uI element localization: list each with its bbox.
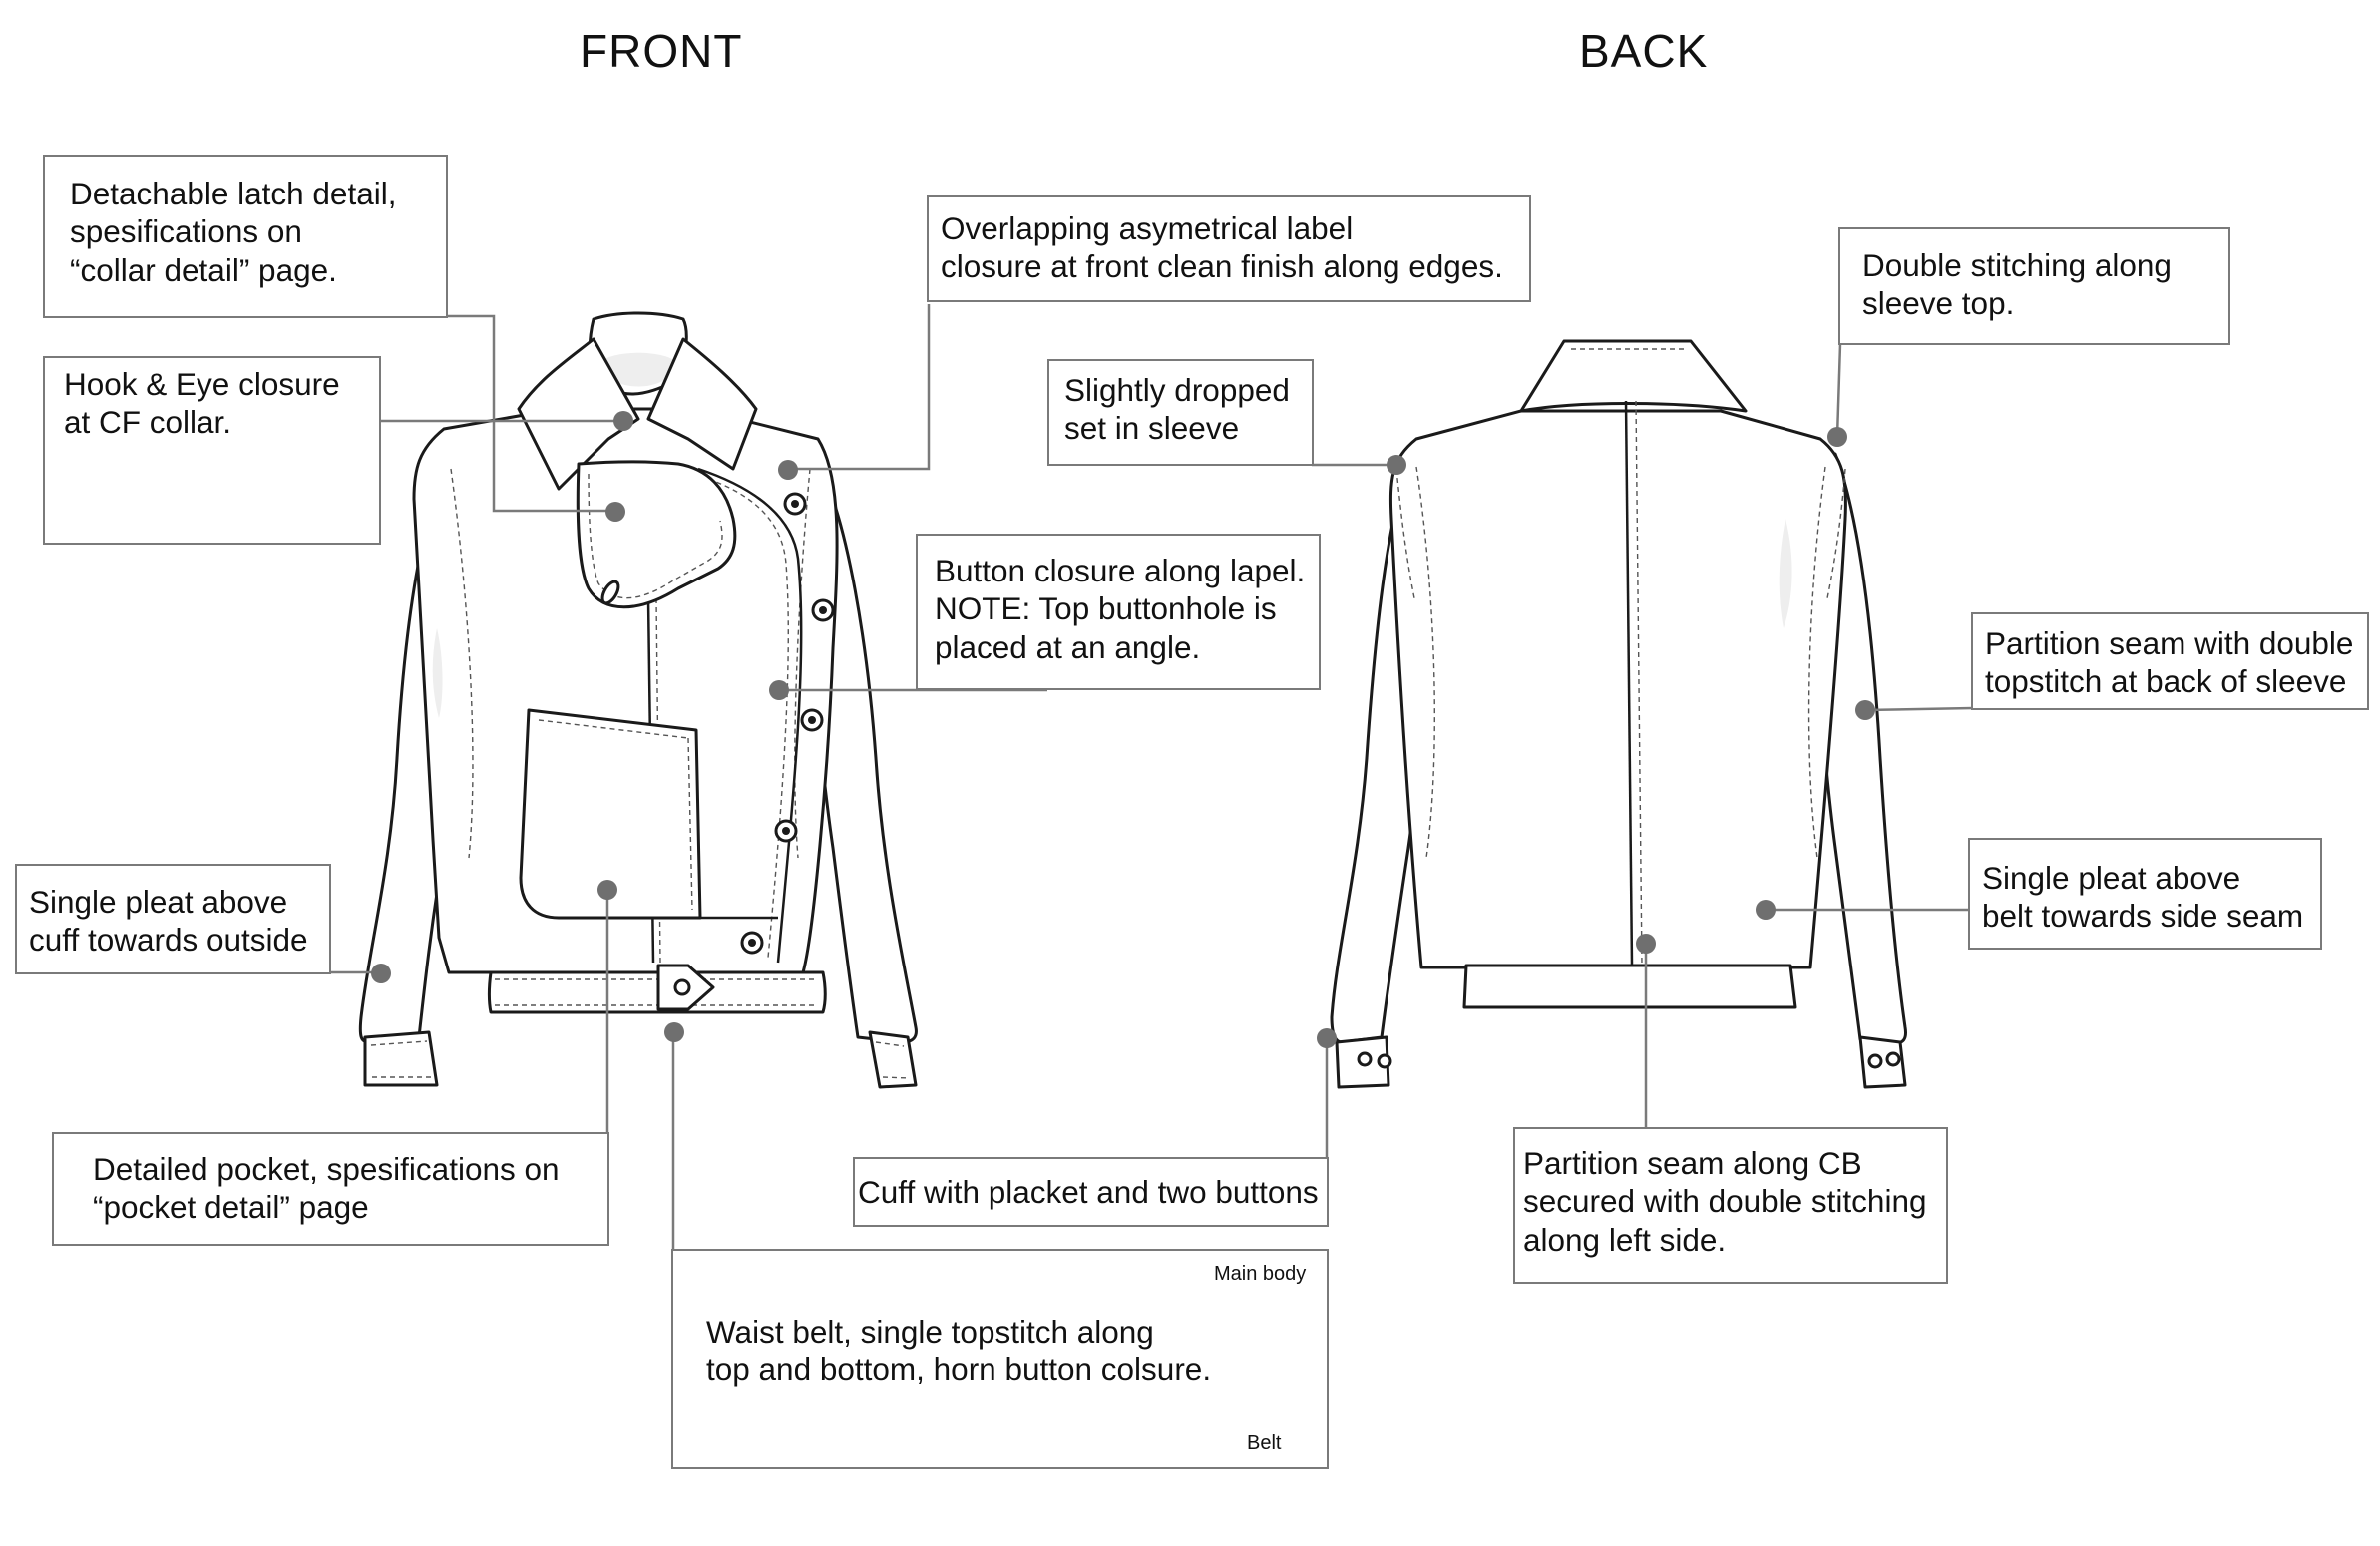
dropped-sleeve-callout-text: Slightly dropped set in sleeve [1064, 372, 1290, 447]
overlap-callout-text: Overlapping asymetrical label closure at… [941, 210, 1503, 285]
waist-belt-callout-text: Waist belt, single topstitch along top a… [706, 1314, 1212, 1388]
partition-sleeve-callout-text: Partition seam with double topstitch at … [1985, 625, 2354, 700]
cuff-callout-text: Cuff with placket and two buttons [858, 1174, 1319, 1210]
front-view-title: FRONT [580, 25, 743, 77]
pocket-callout-text: Detailed pocket, spesifications on “pock… [93, 1151, 560, 1226]
cuff-callout [853, 1157, 1329, 1227]
partition-sleeve-callout [1971, 612, 2369, 710]
waist-belt-callout [671, 1249, 1329, 1469]
latch-callout-text: Detachable latch detail, spesifications … [70, 176, 397, 288]
pleat-belt-callout-text: Single pleat above belt towards side sea… [1982, 860, 2304, 935]
belt-icon-belt-label: Belt [1247, 1432, 1282, 1454]
dropped-sleeve-callout [1047, 359, 1314, 466]
front-buttons [740, 492, 835, 955]
cb-seam-callout [1513, 1127, 1948, 1284]
front-jacket-drawing [358, 311, 918, 1089]
pleat-belt-callout [1968, 838, 2322, 950]
button-closure-callout [916, 534, 1321, 690]
latch-callout [43, 155, 448, 318]
hook-eye-callout-text: Hook & Eye closure at CF collar. [64, 366, 340, 441]
button-closure-callout-text: Button closure along lapel. NOTE: Top bu… [935, 553, 1306, 665]
belt-icon-main-body-label: Main body [1214, 1263, 1307, 1285]
pocket-callout [52, 1132, 609, 1246]
pleat-cuff-callout [15, 864, 331, 974]
hook-eye-callout [43, 356, 381, 545]
double-stitch-callout [1838, 227, 2230, 345]
callout-lines [329, 304, 1974, 1250]
overlap-callout [927, 195, 1531, 302]
back-view-title: BACK [1579, 25, 1709, 77]
double-stitch-callout-text: Double stitching along sleeve top. [1862, 247, 2172, 322]
back-jacket-drawing [1330, 339, 1907, 1089]
cb-seam-callout-text: Partition seam along CB secured with dou… [1523, 1145, 1927, 1258]
pleat-cuff-callout-text: Single pleat above cuff towards outside [29, 884, 308, 959]
